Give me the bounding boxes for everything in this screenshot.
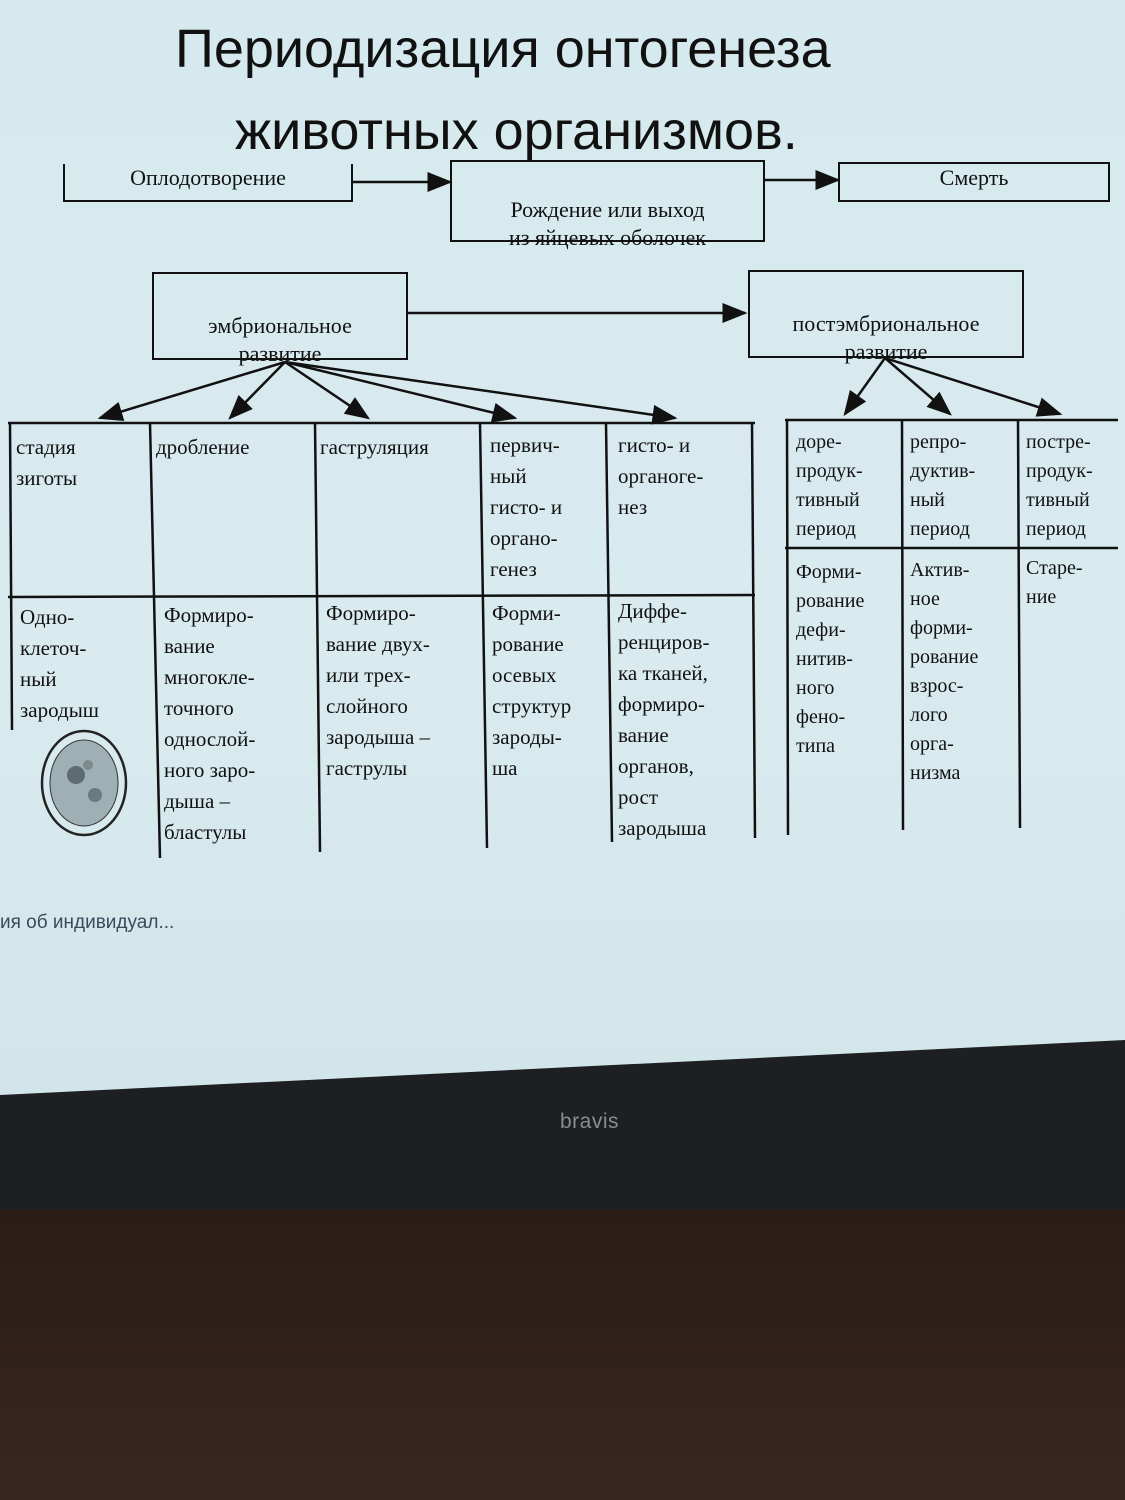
arrow-to-histogenesis [284, 360, 678, 425]
arrow-to-cleavage [228, 361, 286, 420]
stage-name: первич- ный гисто- и органо- генез [490, 433, 563, 581]
desk-surface [0, 1210, 1125, 1500]
monitor-brand-logo: bravis [560, 1110, 620, 1133]
title-line-1: Периодизация онтогенеза [175, 19, 831, 79]
arrow-to-postreproductive [884, 356, 1063, 417]
death-box: Смерть [838, 162, 1110, 202]
period-description: Форми- рование дефи- нитив- ного фено- т… [796, 561, 865, 757]
fertilization-box: Оплодотворение [63, 164, 353, 202]
diagram-lines [40, 170, 1063, 837]
birth-label: Рождение или выход из яйцевых оболочек [509, 197, 706, 250]
arrow-to-gastrulation [284, 360, 371, 420]
period-name: постре- продук- тивный период [1026, 431, 1093, 540]
period-name: репро- дуктив- ный период [910, 431, 976, 540]
birth-box: Рождение или выход из яйцевых оболочек [450, 160, 765, 250]
arrow-to-prereproductive [843, 357, 887, 417]
postembryonic-label: постэмбриональное развитие [792, 311, 980, 364]
postembryonic-box: постэмбриональное развитие [748, 270, 1024, 364]
death-label: Смерть [939, 165, 1009, 190]
arrow-to-reproductive [884, 357, 952, 416]
stage-description: Форми- рование осевых структур зароды- ш… [492, 601, 572, 780]
fertilization-label: Оплодотворение [130, 165, 286, 190]
stage-description: Диффе- ренциров- ка тканей, формиро- ван… [618, 599, 710, 840]
period-name: доре- продук- тивный период [796, 431, 863, 540]
stage-name: гаструляция [320, 435, 429, 459]
period-description: Старе- ние [1026, 557, 1083, 608]
monitor-screen: Периодизация онтогенеза животных организ… [0, 0, 1125, 1095]
arrow-to-primary-organogenesis [284, 360, 518, 423]
arrow-to-zygote [97, 360, 286, 422]
embryonic-label: эмбриональное развитие [208, 313, 352, 366]
zygote-icon [40, 729, 128, 837]
embryonic-box: эмбриональное развитие [152, 272, 408, 366]
title-line-2: животных организмов. [235, 101, 798, 161]
stage-description: Формиро- вание многокле- точного односло… [164, 603, 256, 844]
stage-name: дробление [156, 435, 250, 459]
stage-name: стадия зиготы [16, 435, 78, 490]
period-description: Актив- ное форми- рование взрос- лого ор… [910, 559, 979, 784]
stage-description: Формиро- вание двух- или трех- слойного … [326, 601, 431, 780]
image-caption-link[interactable]: ия об индивидуал... [0, 912, 175, 933]
stage-name: гисто- и органоге- нез [618, 433, 704, 519]
stage-description: Одно- клеточ- ный зародыш [20, 605, 99, 722]
